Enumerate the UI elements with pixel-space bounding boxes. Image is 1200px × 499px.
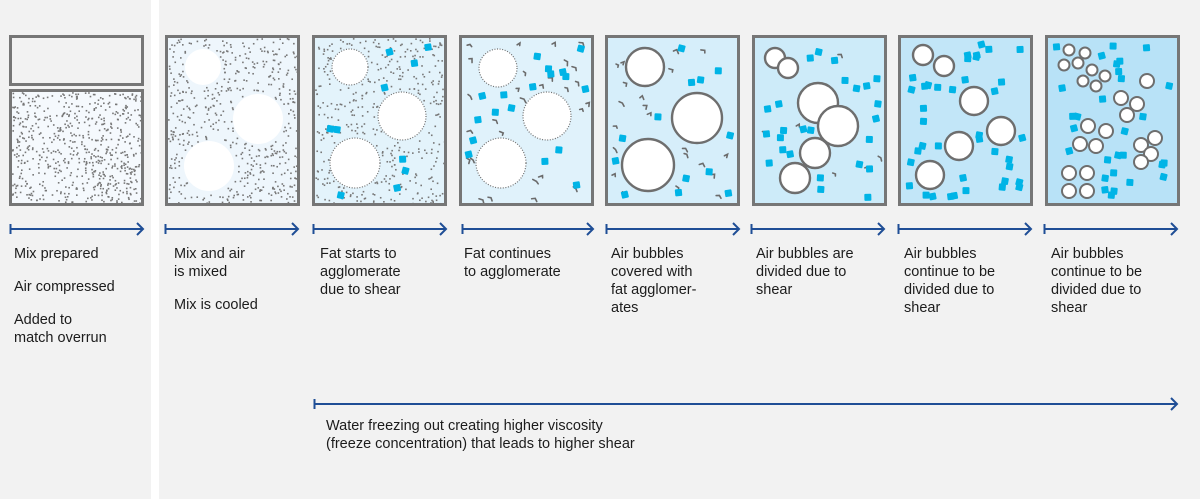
stage-7-arrow-icon (897, 222, 1033, 236)
stage-7-label: Air bubbles continue to be divided due t… (904, 245, 1039, 332)
stage-2-illustration (168, 38, 297, 203)
stage-4-label: Fat continues to agglomerate (464, 245, 604, 296)
stage-7-box (898, 35, 1033, 206)
stage-5-arrow-icon (605, 222, 741, 236)
stage-2-arrow-icon (164, 222, 300, 236)
stage-4-text-1: Fat continues to agglomerate (464, 246, 561, 280)
air-container-box (9, 35, 144, 86)
stage-1-arrow-icon (9, 222, 145, 236)
stage-8-text-1: Air bubbles continue to be divided due t… (1051, 246, 1143, 316)
stage-8-arrow-icon (1043, 222, 1179, 236)
stage-3-arrow-icon (312, 222, 448, 236)
stage-3-text-1: Fat starts to agglomerate due to shear (320, 246, 401, 298)
stage-1-text-3: Added to match overrun (14, 312, 107, 346)
stage-8-box (1045, 35, 1180, 206)
stage-5-box (605, 35, 740, 206)
stage-7-illustration (905, 40, 1027, 201)
stage-8-label: Air bubbles continue to be divided due t… (1051, 245, 1186, 332)
stage-6-box (752, 35, 887, 206)
stage-2-label: Mix and air is mixed Mix is cooled (174, 245, 309, 329)
stage-5-label: Air bubbles covered with fat agglomer- a… (611, 245, 746, 332)
stage-4-arrow-icon (461, 222, 595, 236)
freeze-concentration-arrow-icon (313, 397, 1179, 411)
stage-1-label: Mix prepared Air compressed Added to mat… (14, 245, 154, 362)
stage-1-text-2: Air compressed (14, 279, 115, 295)
stage-1-illustration (12, 92, 141, 203)
stage-5-illustration (611, 44, 735, 200)
stage-2-text-2: Mix is cooled (174, 297, 258, 313)
stage-6-illustration (761, 46, 883, 201)
freeze-concentration-note: Water freezing out creating higher visco… (326, 418, 635, 452)
stage-6-text-1: Air bubbles are divided due to shear (756, 246, 854, 298)
stage-7-text-1: Air bubbles continue to be divided due t… (904, 246, 996, 316)
stage-3-label: Fat starts to agglomerate due to shear (320, 245, 455, 314)
stage-2-text-1: Mix and air is mixed (174, 246, 245, 280)
stage-6-label: Air bubbles are divided due to shear (756, 245, 896, 314)
stage-8-illustration (1052, 42, 1174, 199)
stage-5-text-1: Air bubbles covered with fat agglomer- a… (611, 246, 697, 316)
stage-3-illustration (315, 38, 444, 203)
stage-4-illustration (464, 41, 591, 203)
mix-container-box (9, 89, 144, 206)
stage-1-text-1: Mix prepared (14, 246, 99, 262)
stage-4-box (459, 35, 594, 206)
stage-6-arrow-icon (750, 222, 886, 236)
stage-3-box (312, 35, 447, 206)
stage-2-box (165, 35, 300, 206)
